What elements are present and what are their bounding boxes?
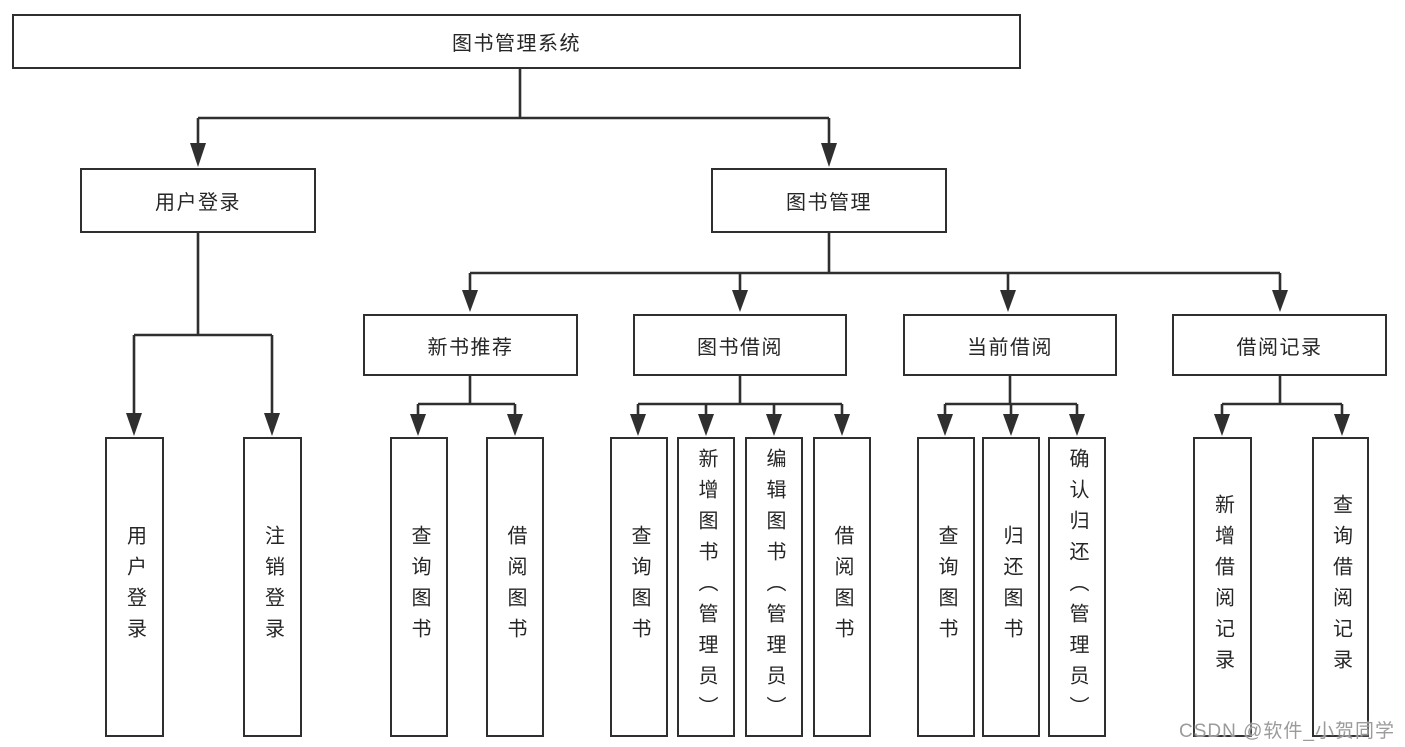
arrow-down-icon (1214, 414, 1230, 436)
arrow-down-icon (732, 290, 748, 312)
connector-book-management-to-level3 (462, 233, 1288, 312)
leaf-label: 用户登录 (123, 525, 146, 649)
connector-borrow-records-to-leaves (1214, 376, 1350, 436)
leaf-label: 确认归还（管理员） (1066, 447, 1088, 727)
leaf-label: 查询图书 (935, 525, 957, 649)
leaf-user-login: 用户登录 (105, 437, 164, 737)
leaf-add-borrow-record: 新增借阅记录 (1193, 437, 1252, 737)
arrow-down-icon (766, 414, 782, 436)
node-new-book-recommend: 新书推荐 (363, 314, 578, 376)
leaf-confirm-return-admin: 确认归还（管理员） (1048, 437, 1106, 737)
leaf-label: 注销登录 (261, 525, 284, 649)
arrow-down-icon (937, 414, 953, 436)
leaf-query-borrow-record: 查询借阅记录 (1312, 437, 1369, 737)
connector-current-borrow-to-leaves (937, 376, 1085, 436)
leaf-label: 借阅图书 (504, 525, 526, 649)
leaf-query-books-borrow: 查询图书 (610, 437, 668, 737)
arrow-down-icon (190, 143, 206, 167)
node-root: 图书管理系统 (12, 14, 1021, 69)
leaf-edit-book-admin: 编辑图书（管理员） (745, 437, 803, 737)
leaf-label: 编辑图书（管理员） (763, 447, 785, 727)
leaf-label: 查询图书 (408, 525, 430, 649)
arrow-down-icon (410, 414, 426, 436)
arrow-down-icon (1003, 414, 1019, 436)
node-user-login: 用户登录 (80, 168, 316, 233)
arrow-down-icon (126, 413, 142, 436)
arrow-down-icon (698, 414, 714, 436)
arrow-down-icon (1069, 414, 1085, 436)
arrow-down-icon (462, 290, 478, 312)
arrow-down-icon (630, 414, 646, 436)
leaf-label: 查询图书 (628, 525, 650, 649)
arrow-down-icon (507, 414, 523, 436)
leaf-label: 归还图书 (1000, 525, 1022, 649)
leaf-add-book-admin: 新增图书（管理员） (677, 437, 735, 737)
node-current-borrow: 当前借阅 (903, 314, 1117, 376)
arrow-down-icon (1000, 290, 1016, 312)
arrow-down-icon (1272, 290, 1288, 312)
leaf-query-books-recommend: 查询图书 (390, 437, 448, 737)
leaf-label: 借阅图书 (831, 525, 853, 649)
connector-book-borrow-to-leaves (630, 376, 850, 436)
node-borrow-records: 借阅记录 (1172, 314, 1387, 376)
node-book-borrow: 图书借阅 (633, 314, 847, 376)
node-book-management: 图书管理 (711, 168, 947, 233)
connector-new-book-recommend-to-leaves (410, 376, 523, 436)
connector-root-to-level2 (190, 69, 837, 167)
leaf-query-books-current: 查询图书 (917, 437, 975, 737)
connector-user-login-to-leaves (126, 233, 280, 436)
leaf-label: 查询借阅记录 (1329, 494, 1352, 680)
arrow-down-icon (1334, 414, 1350, 436)
arrow-down-icon (834, 414, 850, 436)
leaf-label: 新增借阅记录 (1211, 494, 1234, 680)
leaf-borrow-books-recommend: 借阅图书 (486, 437, 544, 737)
leaf-return-book: 归还图书 (982, 437, 1040, 737)
leaf-borrow-books: 借阅图书 (813, 437, 871, 737)
leaf-label: 新增图书（管理员） (695, 447, 717, 727)
arrow-down-icon (264, 413, 280, 436)
leaf-logout-login: 注销登录 (243, 437, 302, 737)
arrow-down-icon (821, 143, 837, 167)
watermark: CSDN @软件_小贺同学 (1179, 721, 1395, 742)
